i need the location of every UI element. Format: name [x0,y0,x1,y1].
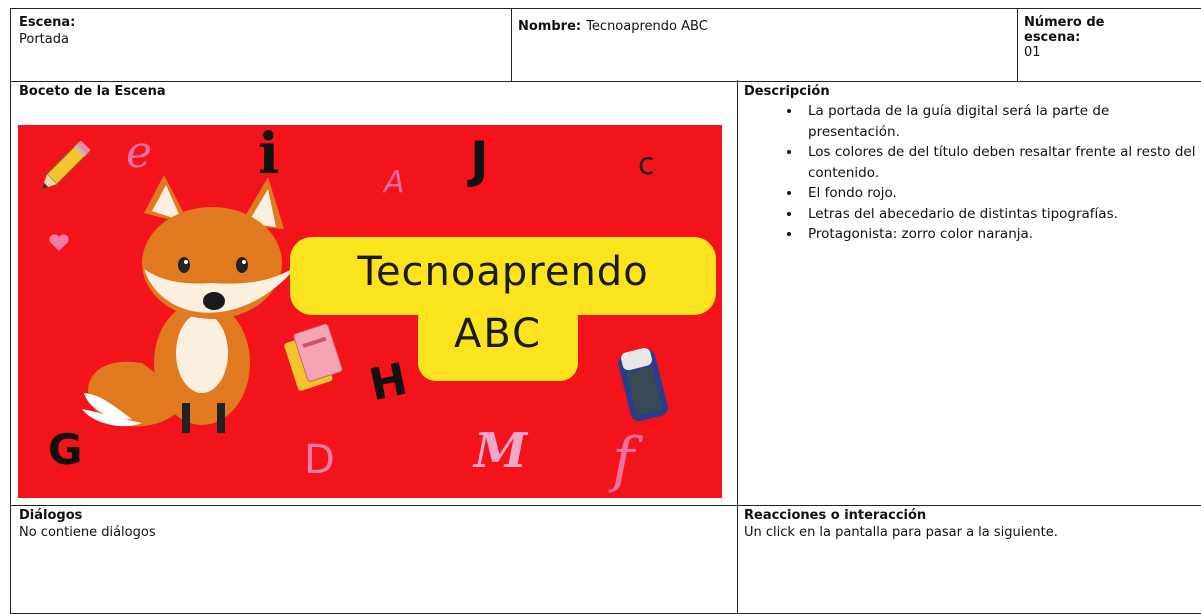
image-title-line1: Tecnoaprendo [357,249,649,295]
reacciones-value: Un click en la pantalla para pasar a la … [744,525,1058,540]
letter-H: H [365,353,412,412]
title-banner-lower [418,301,578,381]
reacciones-cell: Reacciones o interacción Un click en la … [736,504,1201,614]
numero-cell: Número de escena: 01 [1016,8,1201,82]
nombre-value: Tecnoaprendo ABC [586,19,708,34]
nombre-cell: Nombre: Tecnoaprendo ABC [510,8,1018,82]
image-title-line2: ABC [453,311,543,357]
notebook-icon [284,323,343,391]
eraser-icon [618,347,668,422]
descripcion-label: Descripción [744,84,830,99]
descripcion-item: Los colores de del título deben resaltar… [802,142,1197,183]
letter-e: e [126,127,153,178]
letter-c: c [638,147,655,182]
heart-icon [49,234,69,251]
dialogos-label: Diálogos [19,508,83,523]
descripcion-list: La portada de la guía digital será la pa… [744,101,1197,245]
letter-G: G [48,425,83,474]
nombre-label: Nombre: [518,19,582,34]
descripcion-cell: Descripción La portada de la guía digita… [736,80,1201,506]
descripcion-item: Letras del abecedario de distintas tipog… [802,204,1197,225]
numero-label-1: Número de [1024,15,1105,30]
descripcion-item: Protagonista: zorro color naranja. [802,224,1197,245]
numero-value: 01 [1024,45,1041,60]
pencil-icon [41,141,90,190]
dialogos-cell: Diálogos No contiene diálogos [10,504,738,614]
descripcion-item: El fondo rojo. [802,183,1197,204]
letter-M: M [474,423,528,479]
boceto-cell: Boceto de la Escena [10,80,738,506]
descripcion-item: La portada de la guía digital será la pa… [802,101,1197,142]
reacciones-label: Reacciones o interacción [744,508,927,523]
letter-f: f [612,425,635,495]
scene-sketch-image: e i A J c H G D M f [18,125,722,498]
escena-label: Escena: [19,15,76,30]
escena-cell: Escena: Portada [10,8,512,82]
dialogos-value: No contiene diálogos [19,525,156,540]
letter-J: J [470,131,489,189]
fox-illustration [82,175,298,433]
numero-label-2: escena: [1024,30,1081,45]
letter-A: A [384,165,405,200]
letter-D: D [304,437,335,483]
escena-value: Portada [19,32,69,47]
boceto-label: Boceto de la Escena [19,84,166,99]
letter-i: i [258,125,280,187]
